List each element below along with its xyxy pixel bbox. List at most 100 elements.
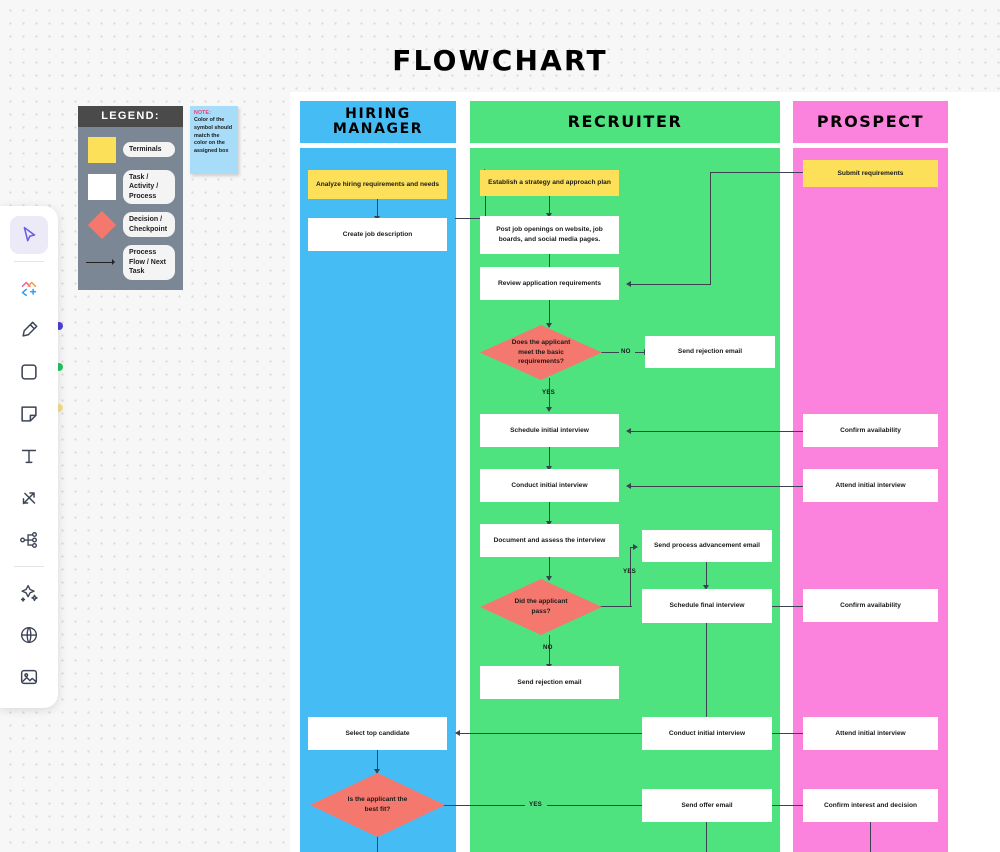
connector — [706, 623, 708, 723]
column-header-recruiter[interactable]: RECRUITER — [470, 101, 780, 143]
note-title: NOTE: — [194, 110, 212, 116]
rectangle-tool[interactable] — [10, 353, 48, 391]
connector — [377, 750, 379, 772]
edge-label-yes: YES — [542, 389, 555, 396]
toolbar-divider-1 — [14, 261, 44, 262]
column-header-prospect[interactable]: PROSPECT — [793, 101, 948, 143]
legend-label: Terminals — [123, 141, 175, 158]
legend-arrow-icon — [86, 258, 118, 267]
connector — [460, 733, 663, 735]
legend-square-white-icon — [86, 174, 118, 201]
legend-title: LEGEND: — [78, 106, 183, 127]
connector-tool[interactable] — [10, 479, 48, 517]
flow-node-process[interactable]: Send rejection email — [645, 336, 775, 368]
flow-node-process[interactable]: Document and assess the interview — [480, 524, 619, 557]
connector — [600, 352, 619, 354]
sticky-tool[interactable] — [10, 395, 48, 433]
legend-body: Terminals Task / Activity / Process Deci… — [78, 127, 183, 290]
arrowhead — [626, 427, 631, 434]
flow-node-process[interactable]: Select top candidate — [308, 717, 447, 750]
color-dot-yellow[interactable] — [55, 404, 63, 412]
connector — [710, 172, 803, 174]
color-dot-purple[interactable] — [55, 322, 63, 330]
flow-node-process[interactable]: Confirm availability — [803, 589, 938, 622]
connector — [377, 836, 379, 852]
flow-node-process[interactable]: Confirm availability — [803, 414, 938, 447]
cursor-icon — [18, 224, 40, 246]
color-dot-green[interactable] — [55, 363, 63, 371]
note-sticky[interactable]: NOTE: Color of the symbol should match t… — [190, 106, 238, 174]
column-header-hiring-manager[interactable]: HIRING MANAGER — [300, 101, 456, 143]
web-tool[interactable] — [10, 616, 48, 654]
connector — [549, 378, 551, 409]
flow-node-decision[interactable]: Does the applicant meet the basic requir… — [480, 325, 602, 380]
note-body: Color of the symbol should match the col… — [194, 117, 233, 155]
mindmap-tool[interactable] — [10, 521, 48, 559]
flow-node-decision[interactable]: Is the applicant the best fit? — [310, 773, 445, 837]
flow-node-process[interactable]: Schedule final interview — [642, 589, 772, 623]
edge-label-no: NO — [543, 644, 553, 651]
connector — [870, 822, 872, 852]
connector — [547, 805, 663, 807]
legend-label: Decision / Checkpoint — [123, 212, 175, 238]
select-tool[interactable] — [10, 216, 48, 254]
flow-node-process[interactable]: Schedule initial interview — [480, 414, 619, 447]
connector — [549, 447, 551, 469]
legend-label: Task / Activity / Process — [123, 170, 175, 205]
page-title: FLOWCHART — [392, 44, 608, 77]
text-icon — [18, 445, 40, 467]
legend-row-task: Task / Activity / Process — [86, 170, 175, 205]
arrowhead — [455, 729, 460, 736]
flow-node-process[interactable]: Conduct initial interview — [642, 717, 772, 750]
flow-node-process[interactable]: Attend initial interview — [803, 717, 938, 750]
flow-node-process[interactable]: Review application requirements — [480, 267, 619, 300]
legend-row-terminals: Terminals — [86, 136, 175, 163]
flow-node-process[interactable]: Send rejection email — [480, 666, 619, 699]
connector — [631, 431, 803, 433]
flow-node-process[interactable]: Conduct initial interview — [480, 469, 619, 502]
arrowhead — [373, 769, 380, 774]
legend-row-flow: Process Flow / Next Task — [86, 245, 175, 280]
shapes-tool[interactable] — [10, 269, 48, 307]
flow-node-terminal[interactable]: Submit requirements — [803, 160, 938, 187]
legend-label: Process Flow / Next Task — [123, 245, 175, 280]
arrowhead — [545, 407, 552, 412]
connector — [377, 198, 379, 219]
flow-node-decision-label: Did the applicant pass? — [514, 598, 568, 615]
flow-node-process[interactable]: Create job description — [308, 218, 447, 251]
flow-node-process[interactable]: Send offer email — [642, 789, 772, 822]
arrowhead — [545, 323, 552, 328]
flow-node-terminal[interactable]: Establish a strategy and approach plan — [480, 170, 619, 196]
connector — [549, 557, 551, 579]
connector — [710, 172, 712, 285]
connector — [549, 300, 551, 326]
image-icon — [18, 666, 40, 688]
flow-node-decision-label: Is the applicant the best fit? — [347, 796, 408, 813]
connector — [630, 547, 635, 549]
connector — [630, 547, 632, 607]
arrowhead — [626, 281, 631, 287]
sticky-note-icon — [18, 403, 40, 425]
flow-node-process[interactable]: Confirm interest and decision — [803, 789, 938, 822]
connector — [600, 606, 632, 608]
legend-diamond-icon — [86, 210, 118, 239]
ai-tool[interactable] — [10, 574, 48, 612]
flow-node-process[interactable]: Attend initial interview — [803, 469, 938, 502]
connector — [549, 253, 551, 274]
flow-node-terminal[interactable]: Analyze hiring requirements and needs — [308, 170, 447, 199]
image-tool[interactable] — [10, 658, 48, 696]
flow-node-process[interactable]: Post job openings on website, job boards… — [480, 216, 619, 254]
edge-label-yes: YES — [623, 568, 636, 575]
flow-node-process[interactable]: Send process advancement email — [642, 530, 772, 562]
edge-label-yes: YES — [529, 801, 542, 808]
connector — [428, 805, 525, 807]
marker-tool[interactable] — [10, 311, 48, 349]
text-tool[interactable] — [10, 437, 48, 475]
connector — [706, 562, 708, 588]
arrowhead — [545, 213, 552, 218]
connector — [771, 805, 803, 807]
connector — [706, 822, 708, 852]
legend-panel[interactable]: LEGEND: Terminals Task / Activity / Proc… — [78, 106, 183, 290]
arrowhead — [545, 576, 552, 581]
flow-node-decision[interactable]: Did the applicant pass? — [480, 579, 602, 635]
